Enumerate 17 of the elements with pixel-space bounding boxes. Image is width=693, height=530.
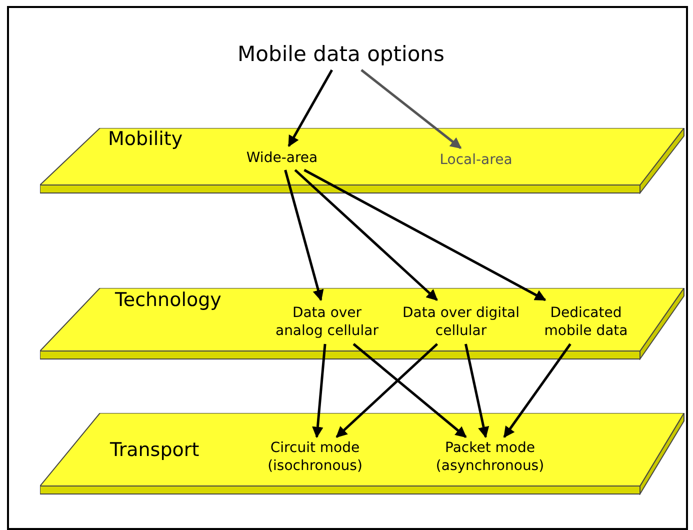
option-label: Data over analog cellular <box>274 304 380 340</box>
arrow <box>294 169 438 301</box>
arrow <box>360 69 462 149</box>
arrow <box>288 69 334 147</box>
arrow <box>304 168 546 302</box>
diagram-heading: Mobile data options <box>238 40 444 68</box>
option-label: Circuit mode (isochronous) <box>266 439 364 475</box>
layer-label: Technology <box>115 291 222 310</box>
layer-label: Mobility <box>108 130 183 149</box>
layer-label: Transport <box>110 441 200 460</box>
option-label: Dedicated mobile data <box>543 304 629 340</box>
arrow <box>312 344 326 438</box>
option-label: Packet mode (asynchronous) <box>434 439 546 475</box>
option-label: Wide-area <box>246 149 318 167</box>
option-label: Data over digital cellular <box>402 304 520 340</box>
arrow <box>284 170 324 302</box>
option-label: Local-area <box>440 151 512 169</box>
